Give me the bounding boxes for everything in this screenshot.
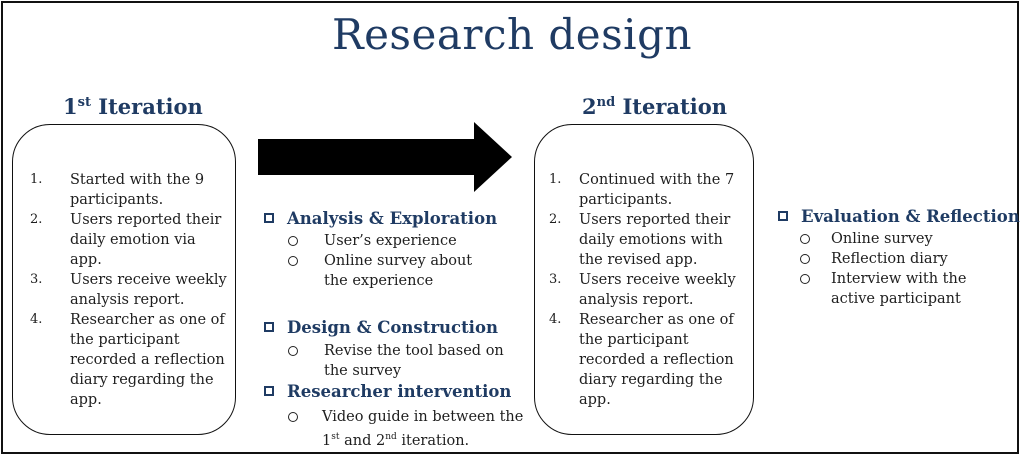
analysis-exploration-list: User’s experience Online survey about th… bbox=[288, 231, 488, 291]
checkbox-square-icon bbox=[264, 386, 274, 396]
iteration-2-item: 1.Continued with the 7 participants. bbox=[549, 172, 735, 208]
iteration-1-item: 2.Users reported their daily emotion via… bbox=[30, 212, 222, 268]
circle-bullet-icon bbox=[800, 254, 810, 264]
list-item: Reflection diary bbox=[800, 249, 1000, 269]
design-construction-list: Revise the tool based on the survey bbox=[288, 341, 508, 381]
circle-bullet-icon bbox=[800, 274, 810, 284]
evaluation-reflection-list: Online survey Reflection diary Interview… bbox=[800, 229, 1000, 309]
iteration-2-item: 2.Users reported their daily emotions wi… bbox=[549, 212, 731, 268]
circle-bullet-icon bbox=[800, 234, 810, 244]
iteration-2-heading-sup: nd bbox=[596, 95, 616, 110]
design-construction-heading: Design & Construction bbox=[264, 318, 498, 337]
iteration-1-item: 1.Started with the 9 participants. bbox=[30, 172, 205, 208]
flow-arrow bbox=[258, 122, 512, 192]
iteration-2-heading-number: 2 bbox=[582, 94, 597, 119]
researcher-intervention-heading: Researcher intervention bbox=[264, 382, 511, 401]
list-item: Online survey bbox=[800, 229, 1000, 249]
analysis-exploration-heading: Analysis & Exploration bbox=[264, 209, 497, 228]
iteration-2-heading-text: Iteration bbox=[615, 94, 727, 119]
list-item: Revise the tool based on the survey bbox=[288, 341, 508, 381]
checkbox-square-icon bbox=[264, 322, 274, 332]
iteration-2-box bbox=[534, 124, 754, 435]
list-item: Video guide in between the 1st and 2nd i… bbox=[288, 407, 524, 451]
list-item: Interview with the active participant bbox=[800, 269, 1000, 309]
evaluation-reflection-heading: Evaluation & Reflection bbox=[778, 207, 1020, 226]
circle-bullet-icon bbox=[288, 346, 298, 356]
iteration-1-heading-text: Iteration bbox=[90, 94, 203, 119]
iteration-1-item: 3.Users receive weekly analysis report. bbox=[30, 272, 227, 308]
iteration-1-heading-number: 1 bbox=[63, 94, 78, 119]
circle-bullet-icon bbox=[288, 412, 298, 422]
iteration-2-heading: 2nd Iteration bbox=[582, 94, 727, 119]
list-item: User’s experience bbox=[288, 231, 488, 251]
circle-bullet-icon bbox=[288, 236, 298, 246]
circle-bullet-icon bbox=[288, 256, 298, 266]
researcher-intervention-list: Video guide in between the 1st and 2nd i… bbox=[288, 407, 524, 451]
iteration-2-list: 1.Continued with the 7 participants. 2.U… bbox=[549, 170, 749, 410]
iteration-1-item: 4.Researcher as one of the participant r… bbox=[30, 312, 225, 408]
iteration-2-item: 3.Users receive weekly analysis report. bbox=[549, 272, 736, 308]
iteration-1-heading-sup: st bbox=[77, 95, 91, 110]
diagram-title: Research design bbox=[331, 10, 693, 59]
iteration-1-box bbox=[12, 124, 236, 435]
iteration-1-heading: 1st Iteration bbox=[63, 94, 203, 119]
checkbox-square-icon bbox=[778, 211, 788, 221]
iteration-2-item: 4.Researcher as one of the participant r… bbox=[549, 312, 734, 408]
flow-arrow-shape bbox=[258, 122, 512, 192]
checkbox-square-icon bbox=[264, 213, 274, 223]
iteration-1-list: 1.Started with the 9 participants. 2.Use… bbox=[30, 170, 230, 410]
list-item: Online survey about the experience bbox=[288, 251, 488, 291]
